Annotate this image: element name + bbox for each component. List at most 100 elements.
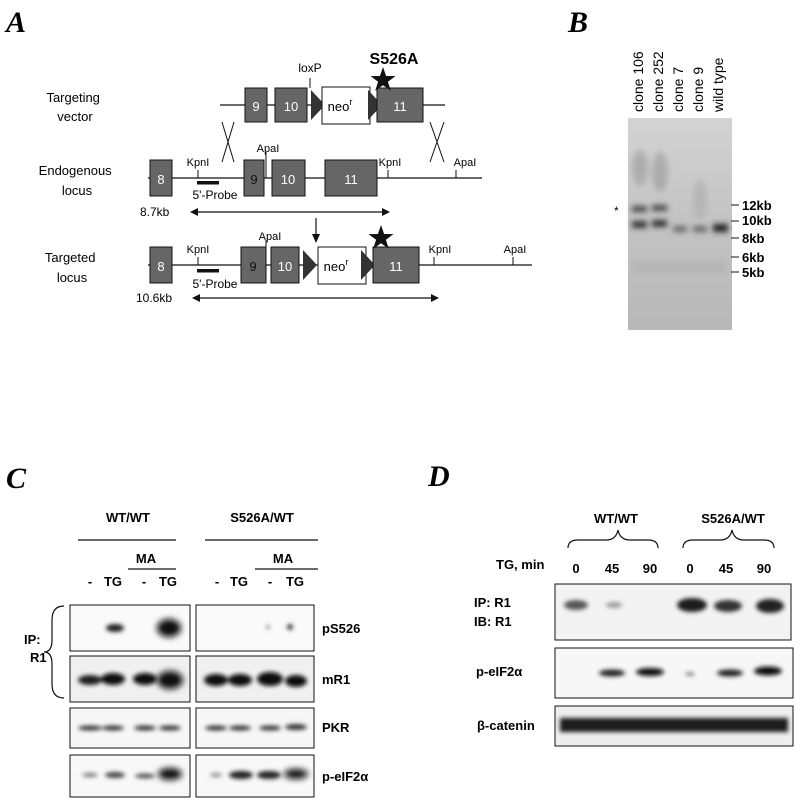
label-targeting-vector: Targeting vector — [46, 90, 103, 124]
marker-label: 8kb — [742, 231, 764, 246]
brace-wt — [567, 529, 659, 549]
loxp-label: loxP — [298, 61, 321, 75]
blot-label: PKR — [322, 720, 350, 735]
targeted-kpni-site-left: KpnI — [187, 244, 210, 256]
lane-label: TG — [286, 574, 304, 589]
targeted-exon-11: 11 — [389, 259, 403, 274]
mutation-star-icon — [368, 225, 394, 249]
vector-neo-cassette: neor — [328, 97, 353, 114]
endo-apai-site-left: ApaI — [257, 143, 280, 155]
blot-label: pS526 — [322, 621, 360, 636]
panel-letter-d: D — [427, 460, 450, 493]
panel-c: C WT/WT S526A/WT MA MA - TG - TG - TG - … — [6, 462, 368, 798]
vector-exon-9: 9 — [252, 99, 259, 114]
lane-label: clone 252 — [650, 51, 666, 112]
loxp-triangle-icon — [361, 250, 375, 280]
group-label-s526a: S526A/WT — [701, 511, 765, 526]
endo-probe-bar — [197, 181, 219, 185]
targeted-exon-8: 8 — [157, 259, 164, 274]
group-label-wt: WT/WT — [106, 510, 150, 525]
time-point: 0 — [686, 561, 693, 576]
crossover-marks — [221, 121, 445, 163]
lane-label: - — [268, 574, 272, 589]
targeted-exon-9: 9 — [249, 259, 256, 274]
blot-labels-c: pS526 mR1 PKR p-eIF2α — [322, 621, 368, 784]
targeted-exon-10: 10 — [278, 259, 292, 274]
group-label-wt: WT/WT — [594, 511, 638, 526]
lane-labels-c: - TG - TG - TG - TG — [88, 574, 304, 589]
targeted-locus-construct: 8 9 10 neor 11 KpnI ApaI KpnI ApaI 5'-Pr… — [136, 225, 532, 305]
marker-label: 5kb — [742, 265, 764, 280]
endo-apai-site-right: ApaI — [454, 157, 477, 169]
lane-label: - — [88, 574, 92, 589]
vector-exon-11: 11 — [393, 99, 407, 114]
time-point: 45 — [719, 561, 733, 576]
brace-s526a — [682, 529, 775, 549]
southern-asterisk: * — [614, 204, 619, 218]
time-labels-d: 0 45 90 0 45 90 — [572, 561, 771, 576]
loxp-triangle-icon — [303, 250, 317, 280]
lane-label: wild type — [710, 57, 726, 113]
endo-kpni-site-left: KpnI — [187, 157, 210, 169]
panel-d: D WT/WT S526A/WT TG, min 0 45 90 0 45 90 — [427, 460, 794, 747]
marker-label: 6kb — [742, 250, 764, 265]
blot-peif2a — [554, 647, 794, 699]
blot-label-ip: IP: R1 IB: R1 — [474, 595, 514, 629]
endo-fragment-size: 8.7kb — [140, 205, 170, 219]
blot-label: mR1 — [322, 672, 350, 687]
time-point: 0 — [572, 561, 579, 576]
blot-ps526-s526a — [195, 604, 315, 652]
label-endogenous-locus: Endogenous locus — [39, 163, 116, 198]
marker-label: 12kb — [742, 198, 772, 213]
lane-label: TG — [159, 574, 177, 589]
mutation-star-icon — [370, 67, 396, 91]
vector-exon-10: 10 — [284, 99, 298, 114]
time-point: 90 — [643, 561, 657, 576]
bands-d — [560, 598, 788, 732]
mutation-label: S526A — [370, 51, 419, 68]
lane-label: clone 7 — [670, 67, 686, 112]
panel-letter-c: C — [6, 462, 27, 495]
targeted-fragment-size: 10.6kb — [136, 291, 172, 305]
targeted-probe-bar — [197, 269, 219, 273]
marker-label: 10kb — [742, 213, 772, 228]
endo-exon-10: 10 — [281, 172, 295, 187]
blot-ip-r1 — [554, 583, 792, 641]
targeting-vector-construct: 9 10 neor 11 loxP S526A — [220, 51, 445, 125]
ip-label-c: IP: R1 — [24, 632, 47, 665]
lane-label: clone 9 — [690, 67, 706, 112]
time-point: 90 — [757, 561, 771, 576]
endo-probe-label: 5'-Probe — [193, 188, 238, 202]
endo-kpni-site-right: KpnI — [379, 157, 402, 169]
lane-label: TG — [104, 574, 122, 589]
lane-label: TG — [230, 574, 248, 589]
targeted-kpni-site-right: KpnI — [429, 244, 452, 256]
blot-label: p-eIF2α — [322, 769, 368, 784]
lane-label: - — [142, 574, 146, 589]
panel-letter-a: A — [4, 6, 26, 39]
endo-exon-11: 11 — [344, 172, 358, 187]
panel-letter-b: B — [567, 6, 588, 39]
time-label: TG, min — [496, 557, 544, 572]
southern-lane-labels: clone 106 clone 252 clone 7 clone 9 wild… — [630, 51, 726, 113]
ma-label-s526a: MA — [273, 551, 294, 566]
label-targeted-locus: Targeted locus — [45, 250, 99, 285]
targeted-apai-site-right: ApaI — [504, 244, 527, 256]
ip-bracket — [43, 605, 65, 699]
group-label-s526a: S526A/WT — [230, 510, 294, 525]
southern-bands — [632, 150, 728, 274]
blot-label-beta-catenin: β-catenin — [477, 718, 535, 733]
bands-c — [78, 619, 308, 780]
lane-label: clone 106 — [630, 51, 646, 112]
loxp-triangle-icon — [368, 90, 382, 120]
endo-exon-8: 8 — [157, 172, 164, 187]
endogenous-locus-construct: 8 9 10 11 KpnI ApaI KpnI ApaI 5'-Probe 8… — [140, 143, 482, 219]
size-markers: 12kb 10kb 8kb 6kb 5kb — [731, 198, 772, 280]
time-point: 45 — [605, 561, 619, 576]
targeted-apai-site-left: ApaI — [259, 231, 282, 243]
targeted-probe-label: 5'-Probe — [193, 277, 238, 291]
endo-exon-9: 9 — [250, 172, 257, 187]
loxp-triangle-icon — [311, 90, 325, 120]
lane-label: - — [215, 574, 219, 589]
